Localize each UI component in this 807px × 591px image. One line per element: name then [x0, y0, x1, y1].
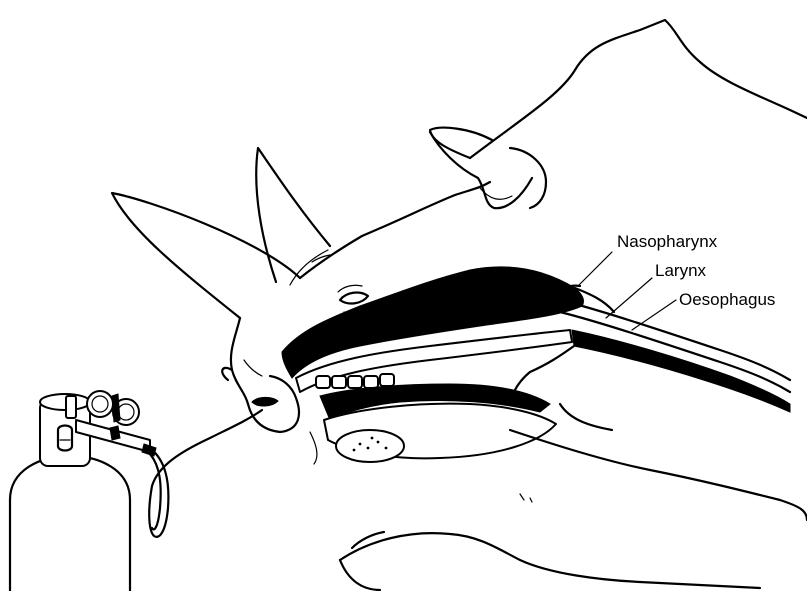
head-section — [282, 267, 584, 464]
label-oesophagus: Oesophagus — [632, 290, 775, 330]
gas-cylinder — [10, 394, 130, 591]
nasopharynx-leader-line — [578, 252, 612, 286]
oxygen-tubing — [142, 410, 262, 537]
larynx-leader-line — [606, 278, 652, 318]
nasopharynx-label: Nasopharynx — [617, 232, 718, 251]
larynx-label: Larynx — [655, 261, 707, 280]
oesophagus-leader-line — [632, 300, 676, 330]
oesophagus-label: Oesophagus — [679, 290, 775, 309]
rabbit-ears — [112, 148, 362, 318]
handler-upper-hand — [430, 20, 807, 208]
